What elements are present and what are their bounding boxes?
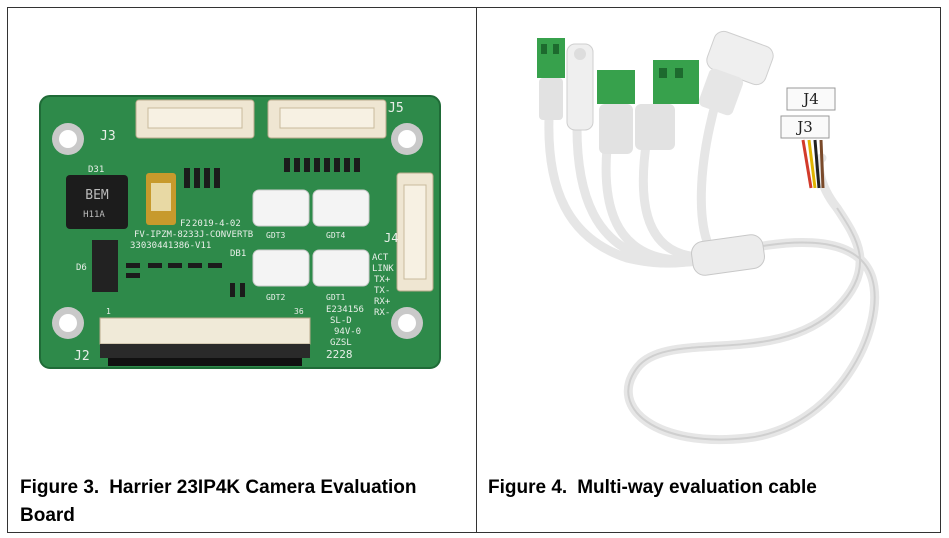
svg-text:TX+: TX+ <box>374 275 391 285</box>
terminal-block-3 <box>635 60 699 150</box>
svg-text:DB1: DB1 <box>230 249 246 259</box>
figure-4-cell: J4 J3 Figure 4. Multi-way evaluation cabl… <box>477 8 940 532</box>
svg-text:D6: D6 <box>76 263 87 273</box>
svg-text:H11A: H11A <box>83 210 105 220</box>
svg-text:33030441386-V11: 33030441386-V11 <box>130 241 211 251</box>
diode-d6 <box>92 240 118 292</box>
svg-text:94V-0: 94V-0 <box>334 327 361 337</box>
svg-text:F2: F2 <box>180 219 191 229</box>
svg-text:SL-D: SL-D <box>330 316 352 326</box>
svg-text:GDT3: GDT3 <box>266 231 285 240</box>
fuse <box>146 173 176 225</box>
svg-text:LINK: LINK <box>372 264 394 274</box>
evaluation-cable-photo: J4 J3 <box>537 30 880 444</box>
smd-components <box>126 158 360 297</box>
connector-j3 <box>135 99 255 139</box>
ferrite-bead <box>691 234 765 276</box>
svg-text:E234156: E234156 <box>326 305 364 315</box>
mounting-hole-br <box>391 307 423 339</box>
tagged-connector: J4 J3 <box>780 87 836 189</box>
svg-text:J3: J3 <box>795 118 813 136</box>
svg-text:FV-IPZM-8233J-CONVERTB: FV-IPZM-8233J-CONVERTB <box>134 230 253 240</box>
svg-text:BEM: BEM <box>85 188 109 203</box>
svg-text:1: 1 <box>106 307 111 316</box>
figure-3-number: Figure 3. <box>20 477 100 498</box>
mounting-hole-tl <box>52 123 84 155</box>
svg-text:GDT2: GDT2 <box>266 293 285 302</box>
rj45-connector <box>698 30 774 116</box>
svg-text:J4: J4 <box>801 90 819 108</box>
gdt-2 <box>252 249 310 287</box>
inductor-chip: BEM H11A <box>66 175 128 229</box>
connector-j4 <box>396 172 434 292</box>
svg-text:J4: J4 <box>384 231 398 245</box>
figure-4-caption: Figure 4. Multi-way evaluation cable <box>488 474 928 502</box>
table-divider <box>476 7 477 533</box>
svg-text:ACT: ACT <box>372 253 389 263</box>
connector-j2 <box>99 317 311 366</box>
svg-text:36: 36 <box>294 307 304 316</box>
svg-text:D31: D31 <box>88 165 104 175</box>
svg-text:2228: 2228 <box>326 348 353 361</box>
gdt-1 <box>312 249 370 287</box>
evaluation-board-photo: BEM H11A J3 J5 J4 <box>39 95 441 369</box>
svg-text:GZSL: GZSL <box>330 338 352 348</box>
figure-3-title: Harrier 23IP4K Camera Evaluation Board <box>20 477 417 526</box>
figure-4-title: Multi-way evaluation cable <box>577 477 817 498</box>
mounting-hole-tr <box>391 123 423 155</box>
svg-text:J5: J5 <box>388 101 404 116</box>
svg-text:RX-: RX- <box>374 308 390 318</box>
figure-table <box>7 7 941 533</box>
svg-text:GDT4: GDT4 <box>326 231 345 240</box>
figure-3-cell: BEM H11A J3 J5 J4 <box>8 8 476 532</box>
dc-jack <box>566 43 594 131</box>
figure-3-caption: Figure 3.Harrier 23IP4K Camera Evaluatio… <box>20 474 470 530</box>
gdt-4 <box>312 189 370 227</box>
connector-j5 <box>267 99 387 139</box>
svg-text:RX+: RX+ <box>374 297 391 307</box>
svg-text:GDT1: GDT1 <box>326 293 345 302</box>
figure-4-number: Figure 4. <box>488 477 568 498</box>
svg-text:2019-4-02: 2019-4-02 <box>192 219 241 229</box>
svg-text:J2: J2 <box>74 349 90 364</box>
mounting-hole-bl <box>52 307 84 339</box>
svg-text:TX-: TX- <box>374 286 390 296</box>
terminal-block-1 <box>537 38 565 120</box>
gdt-3 <box>252 189 310 227</box>
terminal-block-2 <box>597 70 635 154</box>
svg-text:J3: J3 <box>100 129 116 144</box>
